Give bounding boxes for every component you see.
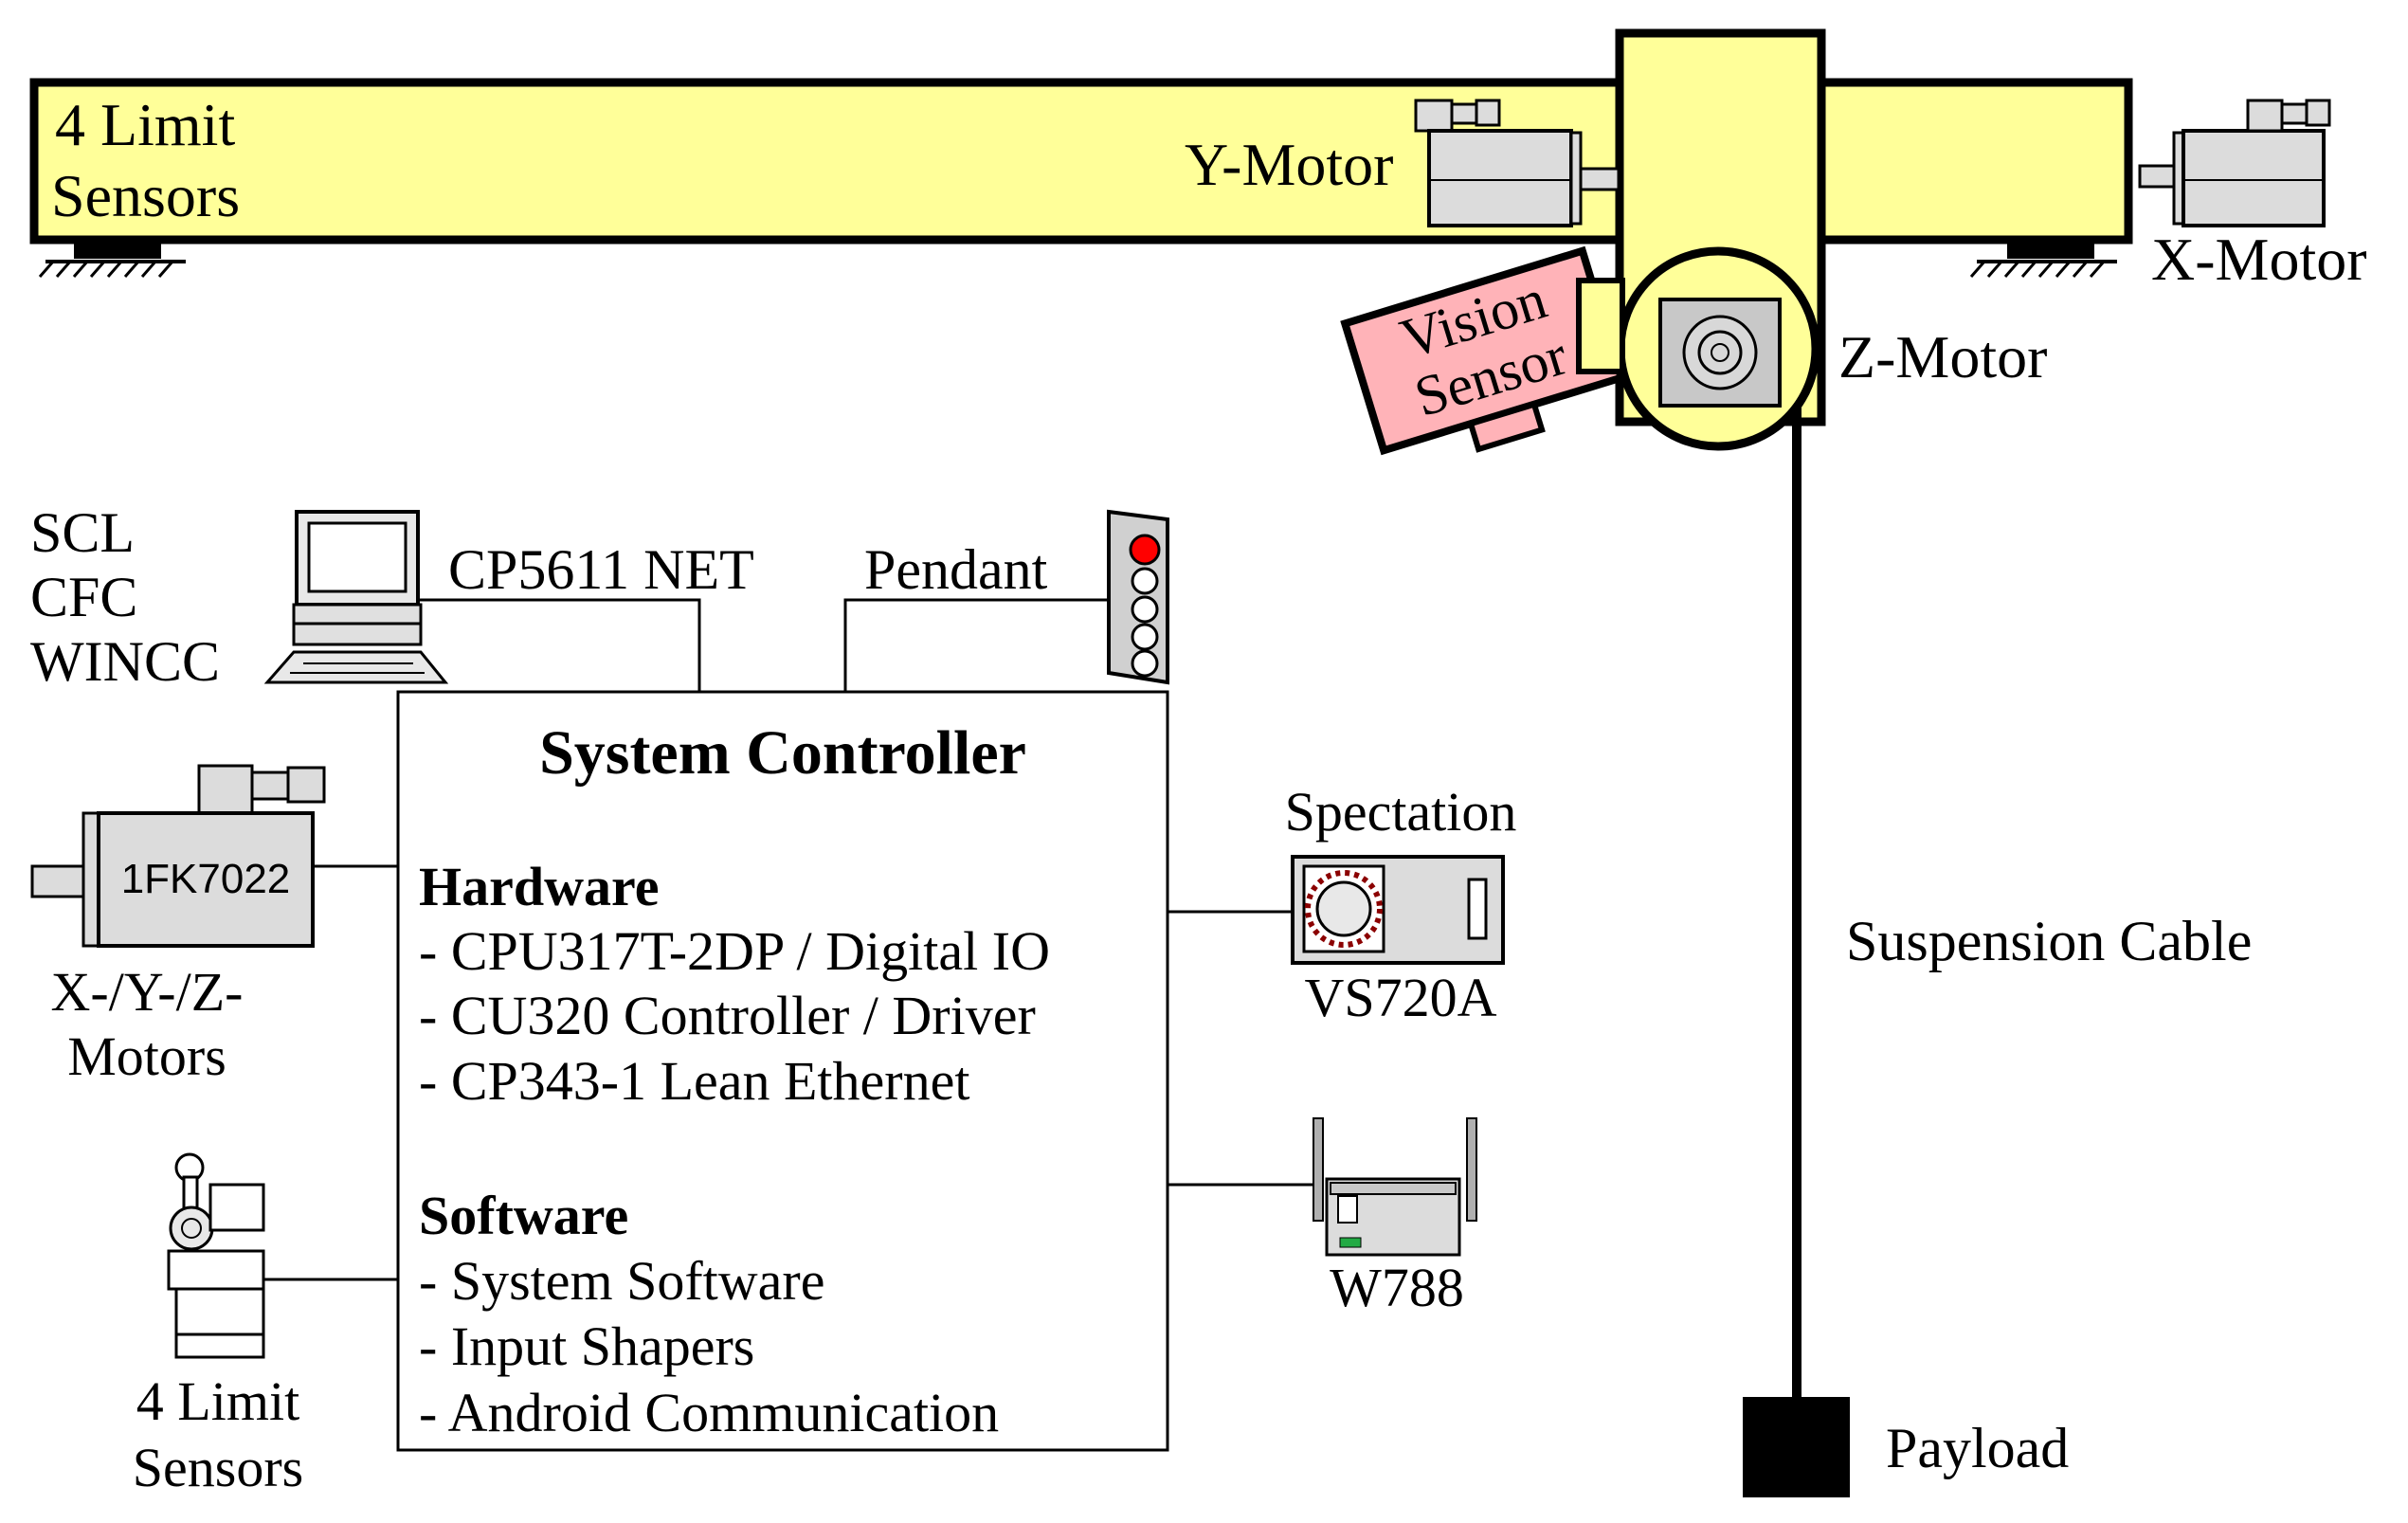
- pc-card-label: CP5611 NET: [448, 538, 754, 601]
- software-item: - Android Communication: [419, 1382, 999, 1443]
- y-motor-label: Y-Motor: [1185, 131, 1393, 198]
- z-motor-label: Z-Motor: [1838, 323, 2047, 390]
- camera-model-label: VS720A: [1304, 967, 1496, 1028]
- right-rail-support: [2007, 240, 2094, 259]
- pendant-icon: [1107, 509, 1169, 685]
- motors-label-2: Motors: [67, 1025, 226, 1087]
- software-item: - System Software: [419, 1250, 825, 1312]
- pc-software-wincc: WINCC: [30, 630, 220, 693]
- suspension-cable-label: Suspension Cable: [1846, 910, 2252, 972]
- hardware-item: - CP343-1 Lean Ethernet: [419, 1050, 969, 1112]
- system-controller-box: System Controller Hardware - CPU317T-2DP…: [396, 690, 1169, 1452]
- x-motor-label: X-Motor: [2151, 226, 2367, 293]
- controller-title: System Controller: [539, 718, 1026, 788]
- track-limit-sensors-label-2: Sensors: [51, 162, 240, 229]
- vision-camera-icon: [1291, 855, 1505, 965]
- servo-motor-icon: 1FK7022: [30, 764, 326, 948]
- software-heading: Software: [419, 1185, 628, 1246]
- left-rail-support: [74, 240, 161, 259]
- z-motor-icon: [1658, 298, 1782, 408]
- gantry-track: Vision Sensor 4 Limit Sensors Y-: [29, 28, 2367, 456]
- hardware-item: - CPU317T-2DP / Digital IO: [419, 920, 1050, 982]
- right-ground-hatch: [1969, 261, 2106, 278]
- left-ground-hatch: [38, 261, 174, 278]
- pc-software-cfc: CFC: [30, 566, 137, 628]
- hardware-item: - CU320 Controller / Driver: [419, 985, 1036, 1046]
- camera-brand-label: Spectation: [1285, 781, 1517, 843]
- hardware-heading: Hardware: [419, 856, 659, 917]
- limit-switch-label-1: 4 Limit: [136, 1370, 299, 1432]
- y-motor-icon: [1414, 99, 1620, 227]
- motors-label-1: X-/Y-/Z-: [51, 961, 244, 1023]
- payload-block: [1743, 1397, 1850, 1497]
- x-motor-icon: [2138, 99, 2331, 227]
- pendant-label: Pendant: [864, 538, 1048, 601]
- limit-switch-label-2: Sensors: [133, 1437, 303, 1498]
- payload-label: Payload: [1886, 1417, 2069, 1479]
- software-item: - Input Shapers: [419, 1315, 754, 1377]
- wireless-model-label: W788: [1330, 1257, 1464, 1318]
- connection-lines: [263, 598, 1317, 1281]
- wireless-router-icon: [1313, 1117, 1477, 1257]
- track-limit-sensors-label-1: 4 Limit: [55, 91, 235, 158]
- vision-sensor: Vision Sensor: [1340, 245, 1626, 456]
- limit-switch-icon: [167, 1152, 265, 1359]
- pc-software-scl: SCL: [30, 501, 135, 564]
- motor-model-label: 1FK7022: [121, 856, 291, 902]
- computer-icon: [263, 510, 449, 684]
